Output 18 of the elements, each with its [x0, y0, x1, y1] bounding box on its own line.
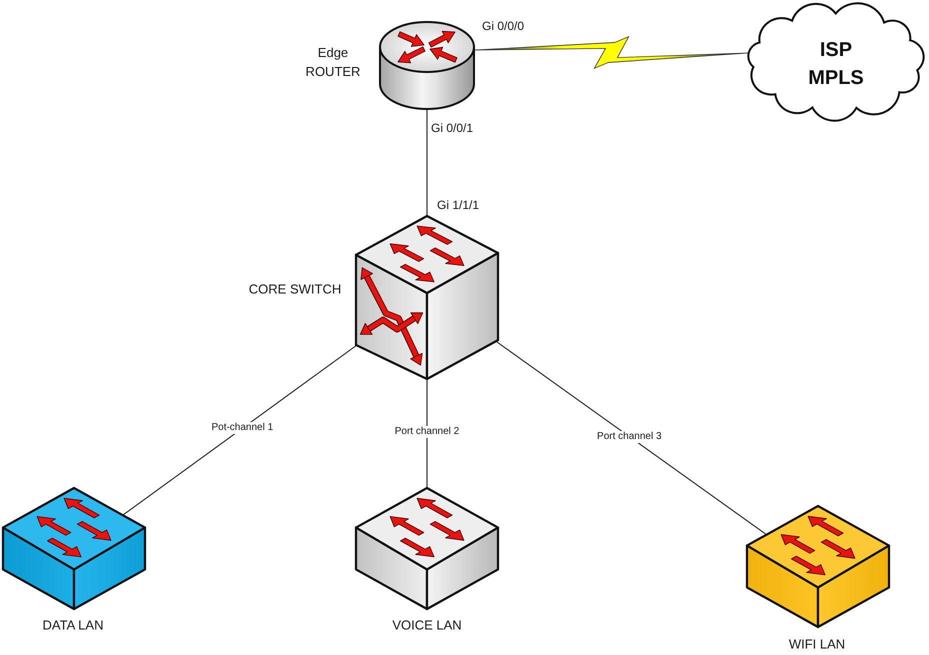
port-label: Gi 0/0/0	[482, 19, 524, 33]
port-label: Gi 1/1/1	[436, 198, 480, 212]
link-line	[496, 342, 768, 536]
node-label: WIFI LAN	[788, 636, 846, 654]
node-label: CORE SWITCH	[248, 280, 342, 298]
edge-label: Pot-channel 1	[209, 422, 276, 434]
link-line	[426, 110, 428, 216]
link-line	[426, 380, 428, 488]
port-label: Gi 0/0/1	[430, 121, 474, 135]
node-label: Edge ROUTER	[306, 44, 360, 81]
edge-label: Port channel 2	[392, 426, 462, 438]
lightning-link	[474, 36, 748, 70]
edge-label: Port channel 3	[595, 430, 664, 443]
cloud-label: ISP MPLS	[808, 38, 864, 91]
node-label: DATA LAN	[42, 616, 104, 634]
cloud-shape	[747, 2, 925, 122]
node-label: VOICE LAN	[392, 616, 462, 634]
link-line	[122, 344, 358, 516]
